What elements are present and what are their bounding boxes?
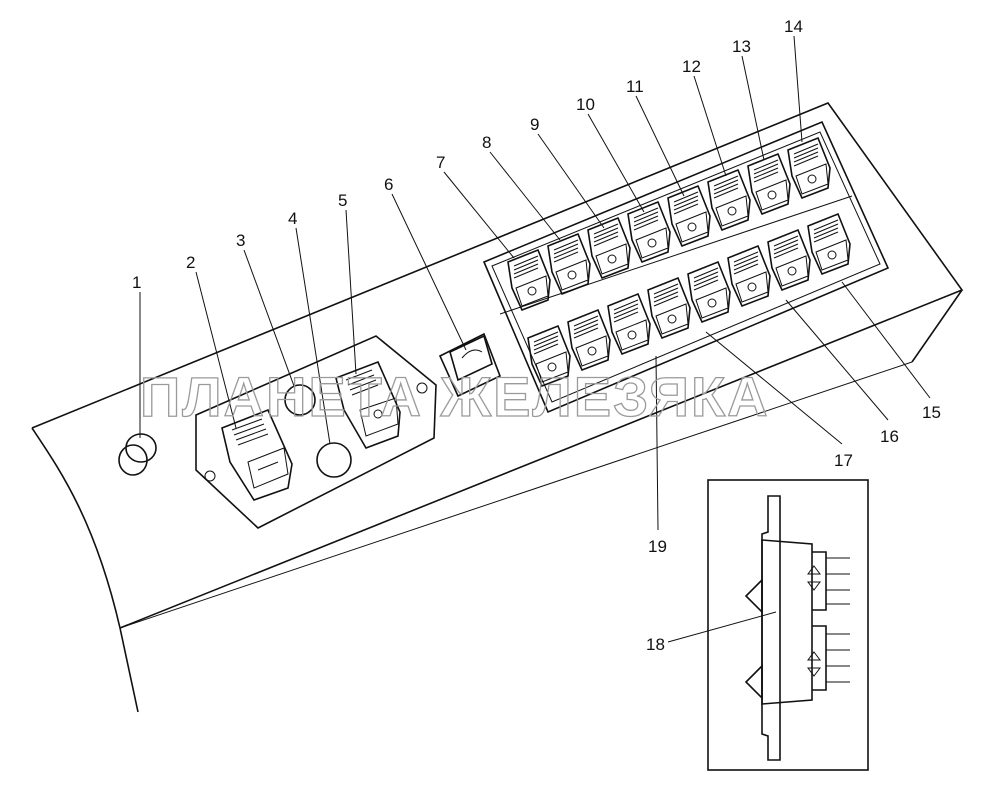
rocker-switch-5 <box>335 360 401 449</box>
callout-5: 5 <box>338 191 347 210</box>
callout-1: 1 <box>132 273 141 292</box>
rocker-switch-row1-8 <box>787 136 831 200</box>
dashboard-panel <box>31 102 964 713</box>
indicator-lamp-3 <box>284 384 316 416</box>
rocker-switch-row1-4 <box>627 200 671 264</box>
callout-13: 13 <box>732 37 751 56</box>
rocker-switch-row2-6 <box>727 244 771 308</box>
rocker-switch-row2-7 <box>767 228 811 292</box>
rocker-switch-row1-6 <box>707 168 751 232</box>
callout-10: 10 <box>576 95 595 114</box>
callout-6: 6 <box>384 175 393 194</box>
callout-14: 14 <box>784 17 803 36</box>
callout-15: 15 <box>922 403 941 422</box>
leader-lines <box>139 35 931 643</box>
callout-labels: 1 2 3 4 5 6 7 8 9 10 11 12 13 14 15 16 1… <box>132 17 941 654</box>
watermark-text: ПЛАНЕТА ЖЕЛЕЗЯКА <box>140 365 770 428</box>
callout-19: 19 <box>648 537 667 556</box>
rocker-switch-row2-2 <box>567 308 611 372</box>
inset-box <box>707 479 869 771</box>
callout-9: 9 <box>530 115 539 134</box>
rocker-switch-row2-1 <box>527 324 571 388</box>
right-switch-block <box>482 120 890 414</box>
callout-7: 7 <box>436 153 445 172</box>
rocker-switch-row1-2 <box>547 232 591 296</box>
left-switch-plate <box>195 335 437 529</box>
pushbutton-1 <box>118 433 157 476</box>
rocker-switch-row2-3 <box>607 292 651 356</box>
rocker-switch-row1-3 <box>587 216 631 280</box>
callout-12: 12 <box>682 57 701 76</box>
callout-18: 18 <box>646 635 665 654</box>
rocker-switch-row2-5 <box>687 260 731 324</box>
rocker-switch-row2-4 <box>647 276 691 340</box>
callout-2: 2 <box>186 253 195 272</box>
callout-11: 11 <box>626 77 644 96</box>
callout-4: 4 <box>288 209 297 228</box>
wiper-switch-6 <box>438 332 502 398</box>
rocker-switch-2 <box>221 408 293 501</box>
callout-17: 17 <box>834 451 853 470</box>
rocker-switch-row1-5 <box>667 184 711 248</box>
rocker-switch-row1-1 <box>507 248 551 312</box>
callout-8: 8 <box>482 133 491 152</box>
indicator-lamp-4 <box>316 442 352 478</box>
rocker-switch-row2-8 <box>807 212 851 276</box>
rocker-switch-row1-7 <box>747 152 791 216</box>
callout-3: 3 <box>236 231 245 250</box>
rocker-switch-array <box>507 136 851 388</box>
callout-16: 16 <box>880 427 899 446</box>
